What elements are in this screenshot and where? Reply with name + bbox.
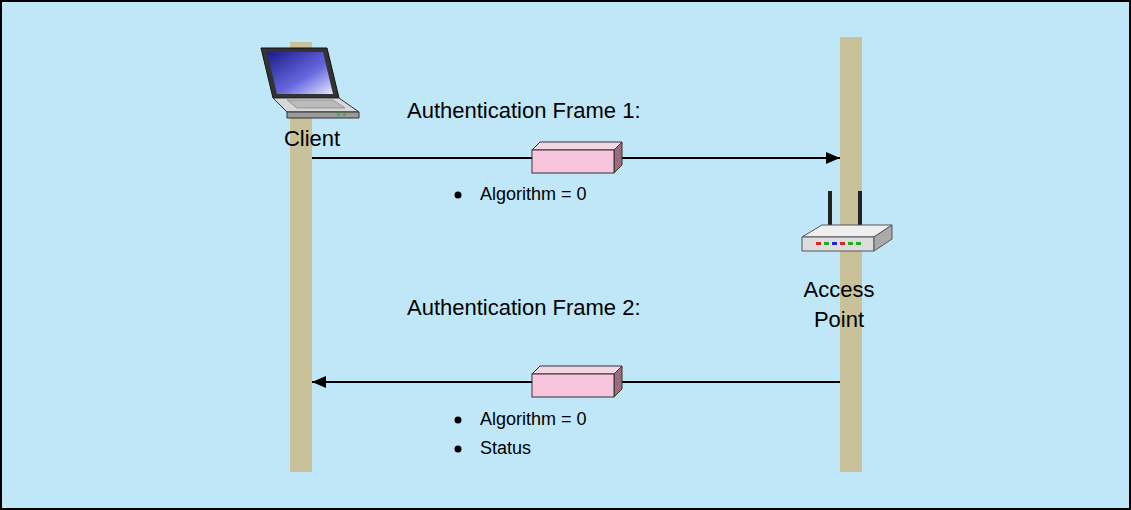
bullet-item: Algorithm = 0 — [454, 409, 587, 430]
station-node: Client — [257, 42, 367, 472]
lifeline-band — [840, 37, 862, 472]
field-text: Status — [480, 438, 531, 459]
message-label: Authentication Frame 2: — [407, 295, 641, 321]
arrow-head — [826, 152, 840, 164]
frame-packet — [532, 366, 622, 397]
field-text: Algorithm = 0 — [480, 184, 587, 205]
bullet-item: Algorithm = 0 — [454, 184, 587, 205]
frame-packet — [532, 142, 622, 173]
bullet-dot — [454, 445, 462, 453]
arrow-head — [312, 376, 326, 388]
bullet-dot — [454, 191, 462, 199]
station-label: Client — [257, 124, 367, 154]
bullet-item: Status — [454, 438, 531, 459]
laptop-icon — [257, 46, 361, 130]
field-text: Algorithm = 0 — [480, 409, 587, 430]
station-node: Access Point — [780, 37, 898, 472]
bullet-dot — [454, 416, 462, 424]
message-label: Authentication Frame 1: — [407, 98, 641, 124]
station-label: Access Point — [784, 275, 894, 335]
router-icon — [792, 189, 896, 273]
